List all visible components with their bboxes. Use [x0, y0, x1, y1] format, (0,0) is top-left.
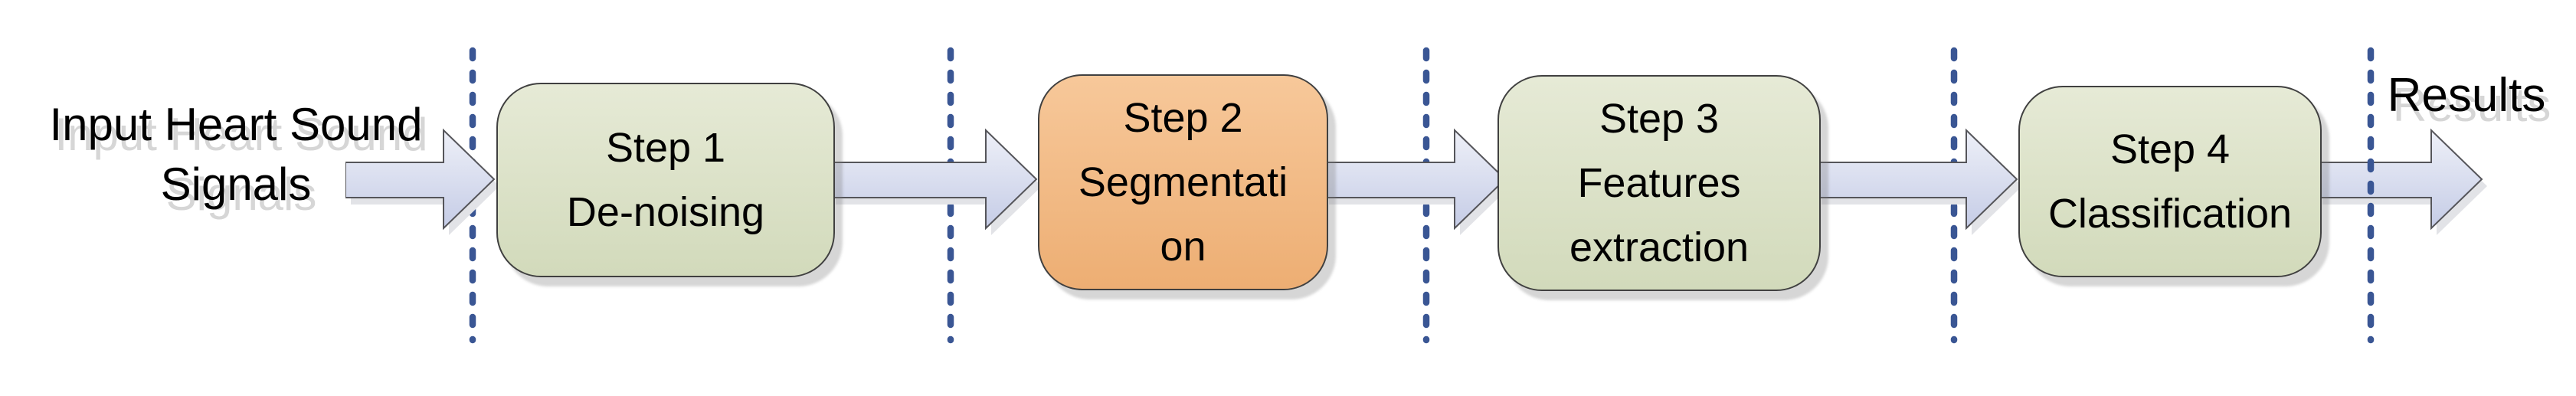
step-2-subtitle: Segmentati [1078, 159, 1288, 205]
flow-arrow-step4-to-results [2317, 128, 2487, 235]
step-4-subtitle: Classification [2047, 191, 2293, 237]
step-2-box: Step 2 Segmentati on [1038, 74, 1328, 290]
arrow-body [2317, 128, 2483, 231]
arrow-body [830, 128, 1038, 231]
results-label: Results [2387, 69, 2546, 122]
input-label: Input Heart Sound Signals [0, 95, 472, 214]
step-2-title: Step 2 [1123, 95, 1243, 141]
flow-arrow-step2-to-step3 [1324, 128, 1511, 235]
step-4-box: Step 4 Classification [2018, 86, 2322, 277]
arrow-body [1324, 128, 1507, 231]
flow-arrow-step1-to-step2 [830, 128, 1042, 235]
step-4-title: Step 4 [2110, 126, 2231, 172]
input-label-line-2: Signals [160, 159, 312, 210]
step-3-subtitle-wrap: extraction [1569, 224, 1750, 270]
step-1-title: Step 1 [605, 125, 726, 171]
step-2-subtitle-wrap: on [1160, 224, 1206, 270]
input-label-line-1: Input Heart Sound [49, 99, 423, 150]
flow-arrow-step3-to-step4 [1816, 128, 2022, 235]
flow-arrow-input-to-step1 [345, 128, 499, 235]
arrow-body [345, 128, 496, 231]
arrow-body [1816, 128, 2018, 231]
step-1-subtitle: De-noising [566, 189, 765, 235]
step-3-title: Step 3 [1599, 96, 1720, 142]
step-1-box: Step 1 De-noising [496, 83, 835, 277]
step-3-box: Step 3 Features extraction [1497, 75, 1821, 291]
step-3-subtitle: Features [1577, 160, 1741, 206]
